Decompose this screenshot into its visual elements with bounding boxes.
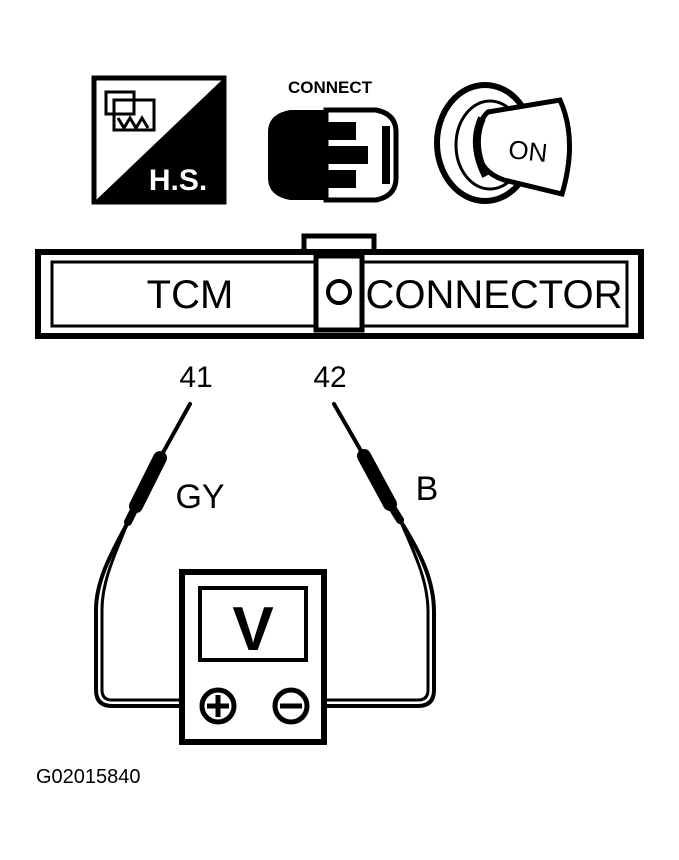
plug-left-icon: [268, 110, 326, 200]
figure-code: G02015840: [36, 766, 141, 788]
voltmeter: V: [179, 569, 327, 745]
connect-label: CONNECT: [288, 78, 373, 97]
right-probe: [320, 402, 436, 708]
wire-b-label: B: [416, 470, 439, 508]
pin-42-label: 42: [313, 361, 346, 394]
voltmeter-v-label: V: [232, 595, 273, 664]
hs-icon: H.S.: [91, 75, 227, 205]
connector-center-circle: [326, 279, 352, 305]
pin-41-label: 41: [179, 361, 212, 394]
ignition-key-icon: ON: [434, 82, 572, 204]
minus-terminal-icon: [272, 687, 310, 725]
wire-gy-label: GY: [175, 478, 224, 516]
transmission-sketch-icon: [104, 90, 156, 132]
tcm-label: TCM: [147, 273, 234, 317]
connector-label: CONNECTOR: [365, 273, 622, 317]
connect-icon: CONNECT: [268, 78, 399, 203]
plus-terminal-icon: [199, 687, 237, 725]
ignition-on-label: ON: [507, 134, 549, 168]
hs-label: H.S.: [149, 164, 207, 197]
tcm-connector: TCM CONNECTOR: [35, 233, 644, 339]
left-probe: [94, 402, 198, 708]
voltmeter-display: [198, 586, 308, 662]
